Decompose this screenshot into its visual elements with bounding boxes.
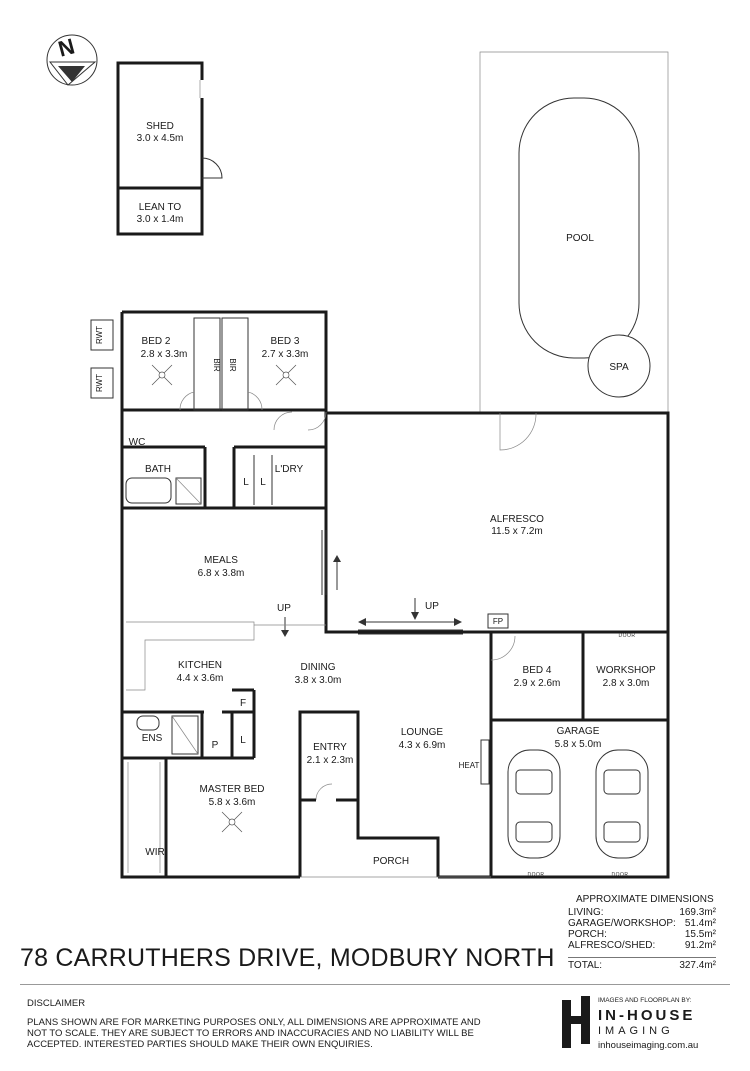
dimensions-total-label: TOTAL: (568, 960, 603, 971)
bed2-dims: 2.8 x 3.3m (141, 349, 188, 360)
property-address: 78 CARRUTHERS DRIVE, MODBURY NORTH (20, 944, 555, 972)
up-label-meals: UP (277, 603, 291, 614)
master-label: MASTER BED (199, 784, 264, 795)
meals-label: MEALS (204, 555, 238, 566)
lounge-dims: 4.3 x 6.9m (399, 740, 446, 751)
ceiling-fan-icon (151, 364, 173, 386)
dimensions-row-label: GARAGE/WORKSHOP: (568, 918, 676, 929)
dimensions-row: GARAGE/WORKSHOP: 51.4m² (568, 918, 716, 929)
dining-label: DINING (301, 662, 336, 673)
dimensions-total-value: 327.4m² (679, 960, 716, 971)
north-arrow-icon: N (46, 33, 98, 86)
bath-label: BATH (145, 464, 171, 475)
shed-dims: 3.0 x 4.5m (137, 133, 184, 144)
lounge-label: LOUNGE (401, 727, 444, 738)
fridge-label: F (240, 698, 246, 709)
entry-label: ENTRY (313, 742, 347, 753)
pool-label: POOL (566, 233, 594, 244)
heat-label: HEAT (459, 761, 480, 770)
kitchen-label: KITCHEN (178, 660, 222, 671)
car-icon (595, 749, 649, 859)
lean-to-label: LEAN TO (139, 202, 182, 213)
linen-label-3: L (240, 735, 246, 746)
bed3-dims: 2.7 x 3.3m (262, 349, 309, 360)
dimensions-row: ALFRESCO/SHED: 91.2m² (568, 940, 716, 951)
master-dims: 5.8 x 3.6m (209, 797, 256, 808)
dining-dims: 3.8 x 3.0m (295, 675, 342, 686)
dimensions-row-value: 15.5m² (684, 929, 716, 940)
ceiling-fan-icon (275, 364, 297, 386)
linen-label-1: L (243, 477, 249, 488)
dimensions-row-value: 169.3m² (679, 907, 716, 918)
alfresco-dims: 11.5 x 7.2m (491, 526, 543, 537)
entry-lounge: ENTRY 2.1 x 2.3m LOUNGE 4.3 x 6.9m HEAT … (300, 727, 491, 878)
linen-label-2: L (260, 477, 266, 488)
brand-url[interactable]: inhouseimaging.com.au (598, 1040, 699, 1051)
pantry-label: P (212, 740, 219, 751)
dimensions-row-label: ALFRESCO/SHED: (568, 940, 656, 951)
rwt-label-2: RWT (95, 374, 104, 392)
dimensions-total-row: TOTAL: 327.4m² (568, 957, 716, 971)
bed4-dims: 2.9 x 2.6m (514, 678, 561, 689)
garage-label: GARAGE (557, 726, 600, 737)
dimensions-row: LIVING: 169.3m² (568, 907, 716, 918)
brand-name-line1: IN-HOUSE (598, 1007, 696, 1024)
master-wing: ENS P L F MASTER BED 5.8 x 3.6m WIR (122, 688, 265, 877)
lean-to-dims: 3.0 x 1.4m (137, 214, 184, 225)
divider (20, 984, 730, 985)
spa-label: SPA (609, 362, 629, 373)
bed3-label: BED 3 (271, 336, 300, 347)
brand-name-line2: IMAGING (598, 1025, 674, 1037)
garage-dims: 5.8 x 5.0m (555, 739, 602, 750)
dimensions-row-label: PORCH: (568, 929, 607, 940)
bed2-label: BED 2 (142, 336, 171, 347)
dimensions-row-value: 51.4m² (684, 918, 716, 929)
door-label-garage-2: DOOR (612, 872, 629, 878)
disclaimer-text: PLANS SHOWN ARE FOR MARKETING PURPOSES O… (27, 1017, 481, 1050)
in-house-imaging-logo-icon (562, 996, 590, 1048)
bir-label-2: BIR (228, 358, 237, 372)
bir-label-1: BIR (212, 358, 221, 372)
laundry-label: L'DRY (275, 464, 304, 475)
kitchen-dims: 4.4 x 3.6m (177, 673, 224, 684)
rwt-label-1: RWT (95, 326, 104, 344)
dimensions-row-label: LIVING: (568, 907, 604, 918)
fp-label: FP (493, 617, 503, 626)
dimensions-title: APPROXIMATE DIMENSIONS (576, 894, 714, 905)
north-label: N (55, 33, 77, 61)
door-label-workshop: DOOR (619, 633, 636, 639)
alfresco: ALFRESCO 11.5 x 7.2m UP FP (358, 412, 544, 635)
living-north: MEALS 6.8 x 3.8m UP KITCHEN 4.4 x 3.6m D… (126, 530, 342, 691)
workshop-dims: 2.8 x 3.0m (603, 678, 650, 689)
floor-plan: N SHED 3.0 x 4.5m LEAN TO 3.0 x 1.4m POO… (46, 33, 670, 879)
porch-label: PORCH (373, 856, 409, 867)
workshop-label: WORKSHOP (596, 665, 656, 676)
door-label-garage-1: DOOR (528, 872, 545, 878)
wet-areas: WC BATH L'DRY L L (122, 411, 327, 510)
wir-label: WIR (145, 847, 164, 858)
dimensions-table: APPROXIMATE DIMENSIONS LIVING: 169.3m² G… (568, 894, 716, 971)
entry-dims: 2.1 x 2.3m (307, 755, 354, 766)
wc-label: WC (129, 437, 146, 448)
ceiling-fan-icon (221, 811, 243, 833)
dimensions-row: PORCH: 15.5m² (568, 929, 716, 940)
up-label-alfresco: UP (425, 601, 439, 612)
disclaimer-title: DISCLAIMER (27, 998, 86, 1009)
bedrooms-north: BIR BIR BED 2 2.8 x 3.3m BED 3 2.7 x 3.3… (122, 317, 326, 412)
rainwater-tanks: RWT RWT (90, 319, 114, 399)
brand-credit: IMAGES AND FLOORPLAN BY: (598, 997, 692, 1004)
alfresco-label: ALFRESCO (490, 514, 544, 525)
dimensions-row-value: 91.2m² (684, 940, 716, 951)
shed: SHED 3.0 x 4.5m LEAN TO 3.0 x 1.4m (116, 61, 223, 236)
meals-dims: 6.8 x 3.8m (198, 568, 245, 579)
car-icon (507, 749, 561, 859)
garage-wing: DOOR BED 4 2.9 x 2.6m WORKSHOP 2.8 x 3.0… (489, 630, 668, 878)
shed-label: SHED (146, 121, 174, 132)
pool-area: POOL SPA (479, 51, 669, 413)
ens-label: ENS (142, 733, 163, 744)
bed4-label: BED 4 (523, 665, 552, 676)
